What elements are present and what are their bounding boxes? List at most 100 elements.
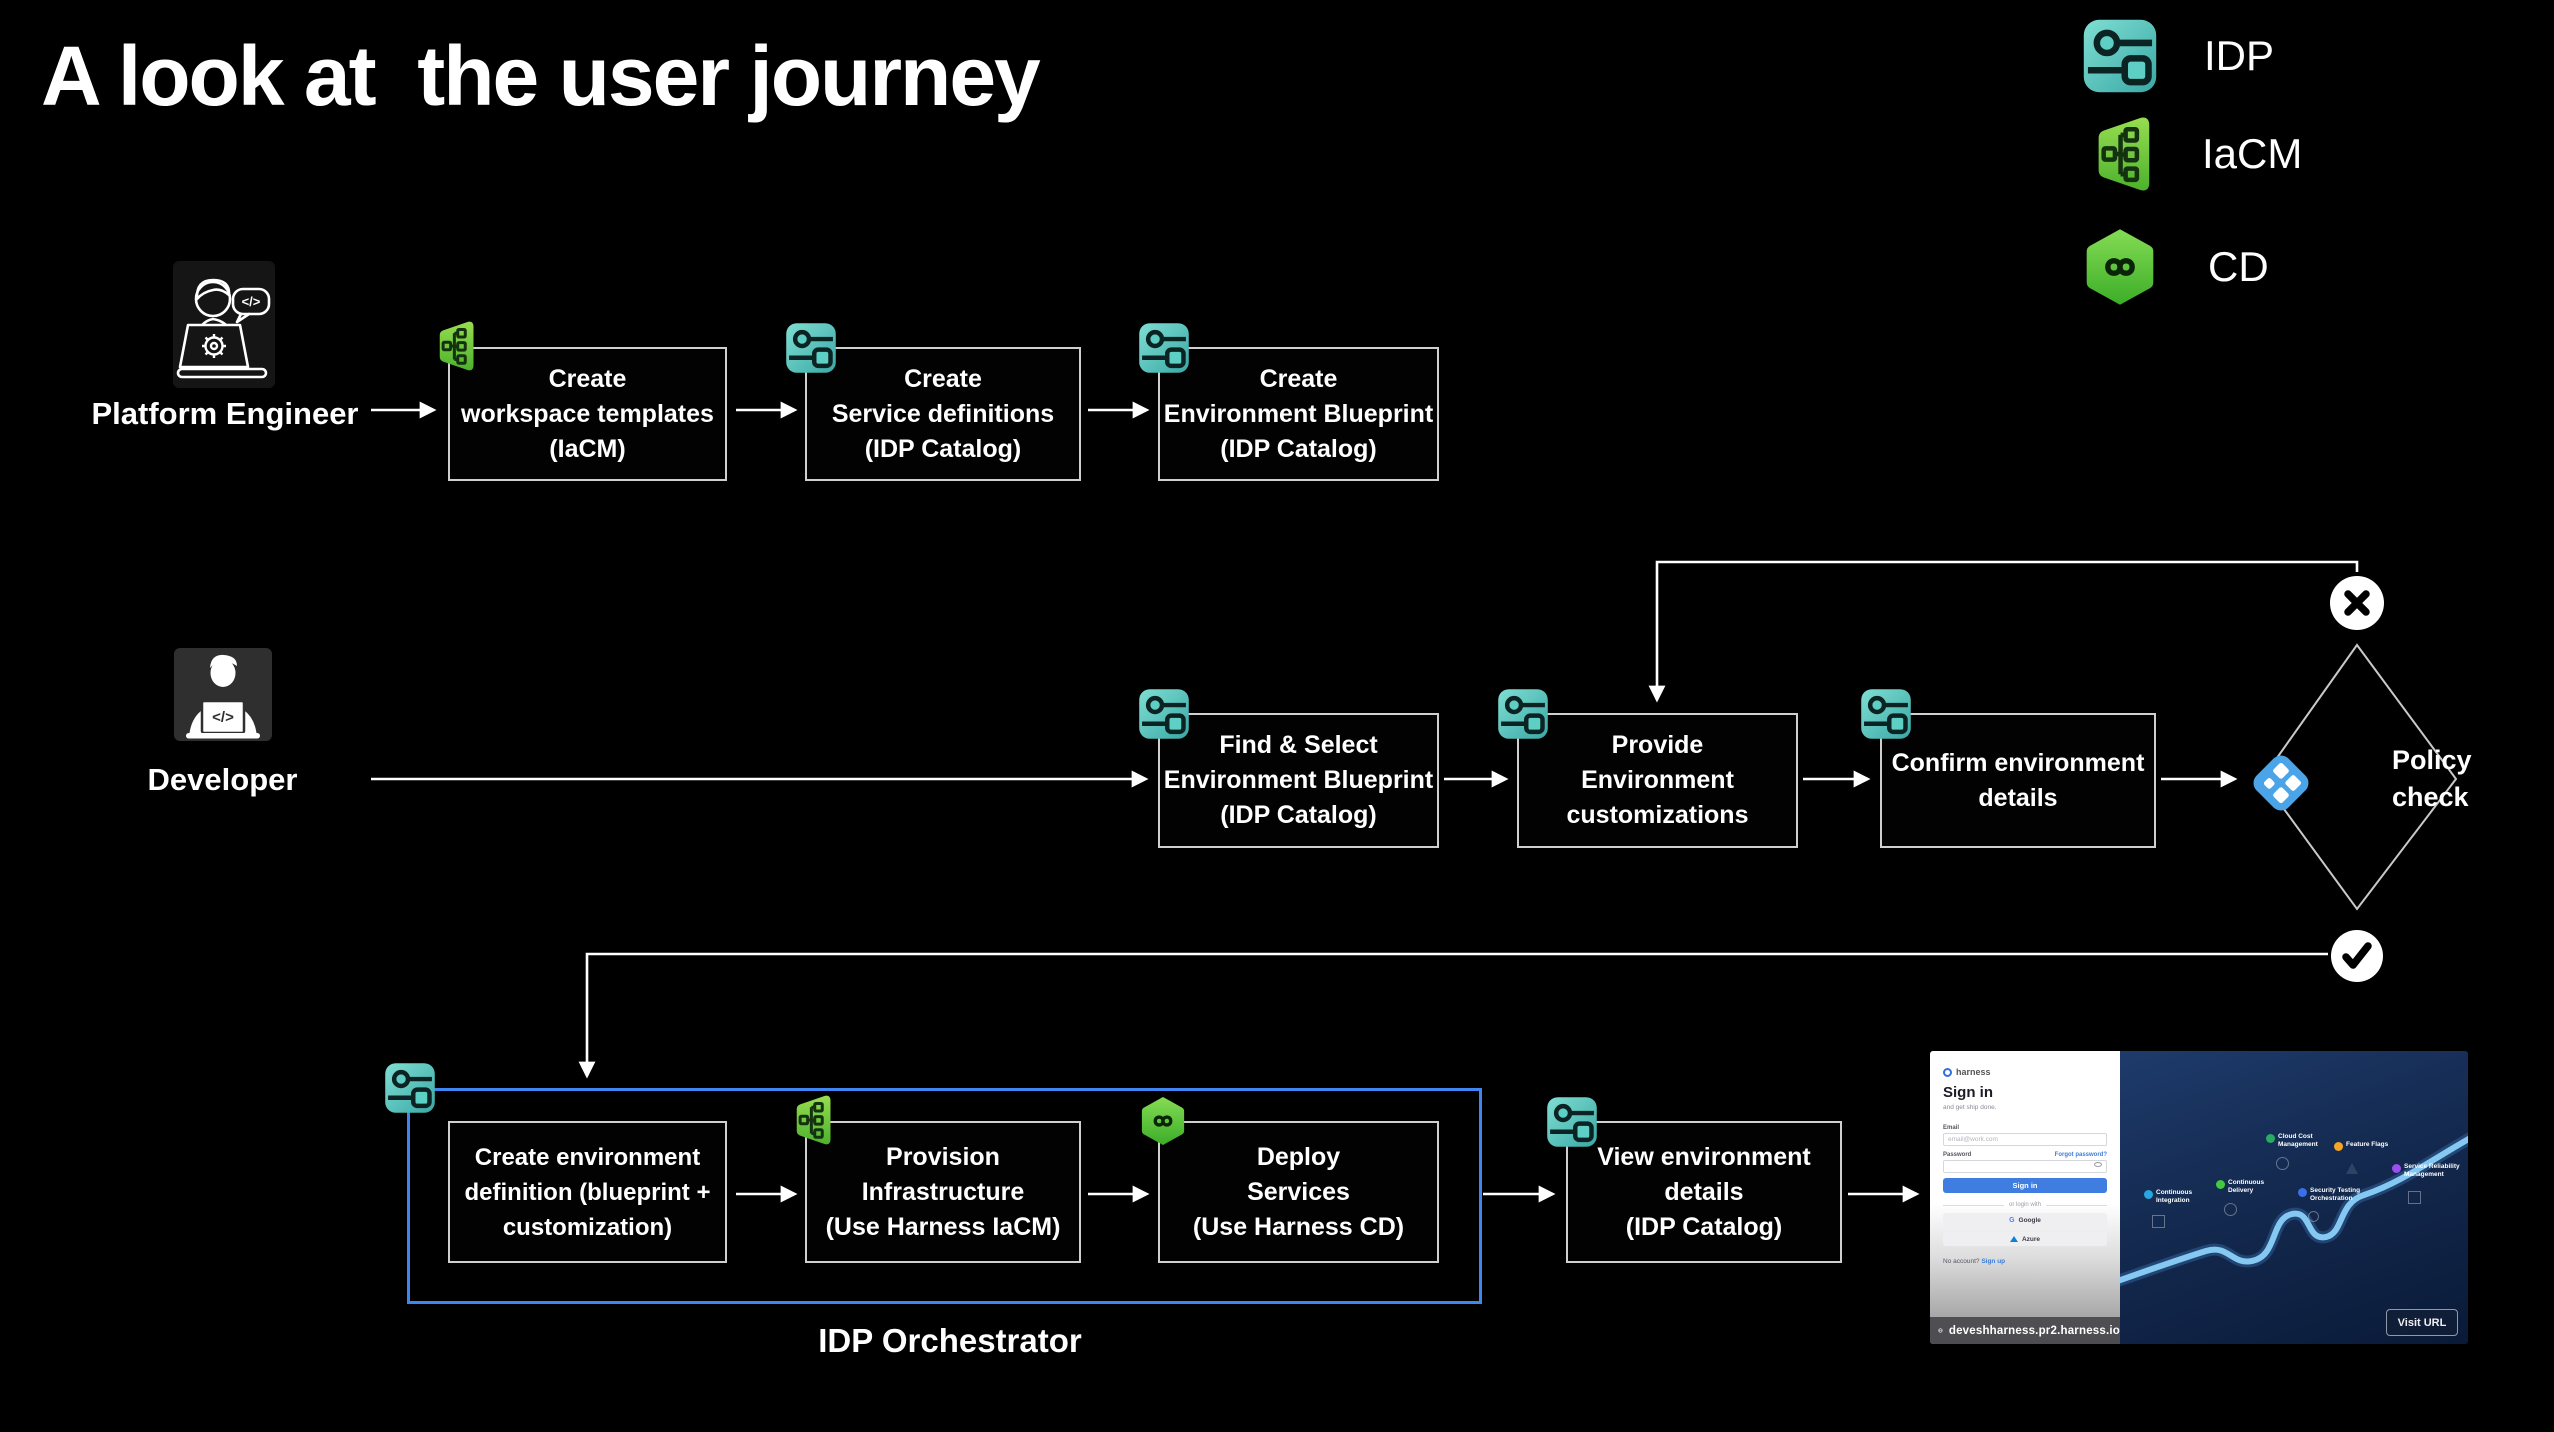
globe-icon	[1938, 1328, 1943, 1333]
flow-box-create-workspace-templates: Create workspace templates (IaCM)	[448, 347, 727, 481]
idp-orchestrator-container	[407, 1088, 1482, 1304]
box-line: Create	[1259, 364, 1338, 393]
idp-icon	[2082, 18, 2158, 94]
legend-item-iacm: IaCM	[2084, 112, 2302, 196]
journey-road-graphic	[2120, 1132, 2468, 1287]
box-line: Create environment	[474, 1143, 701, 1171]
google-signin-button[interactable]: G Google	[1943, 1213, 2107, 1227]
idp-icon	[384, 1062, 436, 1114]
signin-subheading: and get ship done.	[1943, 1104, 1997, 1111]
box-line: Services	[1247, 1177, 1350, 1206]
page-title: A look at the user journey	[41, 29, 1041, 123]
forgot-password-link[interactable]: Forgot password?	[2054, 1152, 2107, 1158]
show-password-icon[interactable]	[2094, 1162, 2102, 1167]
product-badge: Continuous Integration	[2144, 1189, 2216, 1205]
google-logo-icon: G	[2009, 1216, 2015, 1224]
azure-signin-button[interactable]: Azure	[1943, 1232, 2107, 1246]
legend-label: CD	[2208, 243, 2269, 290]
flow-box-create-env-definition: Create environment definition (blueprint …	[448, 1121, 727, 1263]
continuous-integration-icon	[2144, 1190, 2153, 1199]
box-line: Provision	[886, 1142, 1000, 1171]
triangle-icon	[2346, 1163, 2358, 1174]
gear-icon	[2224, 1203, 2237, 1216]
google-button-label: Google	[2018, 1216, 2041, 1224]
box-line: Create	[548, 364, 627, 393]
signup-link[interactable]: Sign up	[1981, 1258, 2006, 1265]
visit-url-button[interactable]: Visit URL	[2386, 1309, 2458, 1336]
signin-panel: harness Sign in and get ship done. Email…	[1930, 1051, 2120, 1344]
box-line: Environment Blueprint	[1163, 766, 1434, 794]
idp-icon	[785, 322, 837, 374]
url-bar: deveshharness.pr2.harness.io	[1930, 1317, 2120, 1344]
policy-label-line: Policy	[2392, 745, 2472, 775]
policy-icon	[2243, 745, 2319, 821]
signin-heading: Sign in	[1943, 1084, 1993, 1101]
legend-label: IaCM	[2202, 130, 2303, 177]
box-line: (IDP Catalog)	[864, 434, 1022, 463]
box-line: details	[1978, 783, 2058, 812]
box-line: definition (blueprint +	[464, 1178, 711, 1206]
oauth-divider: or login with	[1943, 1202, 2107, 1208]
platform-engineer-icon: </>	[176, 278, 271, 379]
box-line: Create	[904, 364, 982, 393]
email-field[interactable]	[1943, 1133, 2107, 1146]
developer-avatar: </>	[174, 648, 272, 741]
policy-label-line: check	[2392, 782, 2469, 812]
legend-label: IDP	[2204, 32, 2275, 79]
box-line: Service definitions	[831, 399, 1055, 428]
idp-icon	[1138, 688, 1190, 740]
policy-check-label: Policy check	[2392, 742, 2472, 816]
box-icon	[2408, 1191, 2421, 1204]
product-badge: Feature Flags	[2334, 1141, 2388, 1151]
svg-text:</>: </>	[212, 709, 234, 726]
iacm-icon	[2084, 112, 2156, 196]
no-account-text: No account?	[1943, 1258, 1982, 1265]
idp-icon	[1138, 322, 1190, 374]
box-line: (IaCM)	[549, 434, 626, 463]
signin-button[interactable]: Sign in	[1943, 1178, 2107, 1193]
continuous-delivery-icon	[2216, 1180, 2225, 1189]
idp-icon	[1860, 688, 1912, 740]
fail-circle-icon	[2330, 576, 2384, 630]
box-line: Infrastructure	[861, 1177, 1025, 1206]
platform-engineer-avatar: </>	[173, 261, 275, 388]
box-line: Find & Select	[1219, 731, 1378, 759]
password-field[interactable]	[1943, 1160, 2107, 1173]
iacm-icon	[430, 318, 478, 374]
box-line: customizations	[1566, 801, 1749, 829]
cloud-cost-management-icon	[2266, 1134, 2275, 1143]
signup-prompt: No account? Sign up	[1943, 1258, 2005, 1265]
box-line: customization)	[502, 1213, 673, 1241]
email-label: Email	[1943, 1125, 1960, 1131]
developer-label: Developer	[147, 762, 298, 797]
box-line: (IDP Catalog)	[1220, 801, 1377, 829]
product-badge: Continuous Delivery	[2216, 1179, 2288, 1195]
legend-item-idp: IDP	[2082, 18, 2274, 94]
cd-icon	[2078, 226, 2162, 308]
password-label: Password	[1943, 1152, 1972, 1158]
box-line: details	[1664, 1177, 1744, 1206]
iacm-icon	[787, 1092, 835, 1148]
product-badge: Service Reliability Management	[2392, 1163, 2464, 1179]
harness-logo: harness	[1943, 1067, 1991, 1077]
azure-button-label: Azure	[2021, 1235, 2041, 1243]
box-line: Provide	[1611, 731, 1704, 759]
developer-icon: </>	[186, 654, 260, 739]
box-line: View environment	[1597, 1142, 1811, 1171]
feature-flags-icon	[2334, 1142, 2343, 1151]
harness-logo-text: harness	[1956, 1067, 1991, 1077]
cd-icon	[1136, 1095, 1190, 1147]
dollar-icon	[2276, 1157, 2289, 1170]
legend-item-cd: CD	[2078, 226, 2269, 308]
azure-logo-icon	[2009, 1236, 2018, 1242]
box-line: (Use Harness IaCM)	[825, 1212, 1061, 1241]
box-line: workspace templates	[461, 399, 714, 428]
harness-signin-preview: harness Sign in and get ship done. Email…	[1930, 1051, 2468, 1344]
idp-icon	[1497, 688, 1549, 740]
